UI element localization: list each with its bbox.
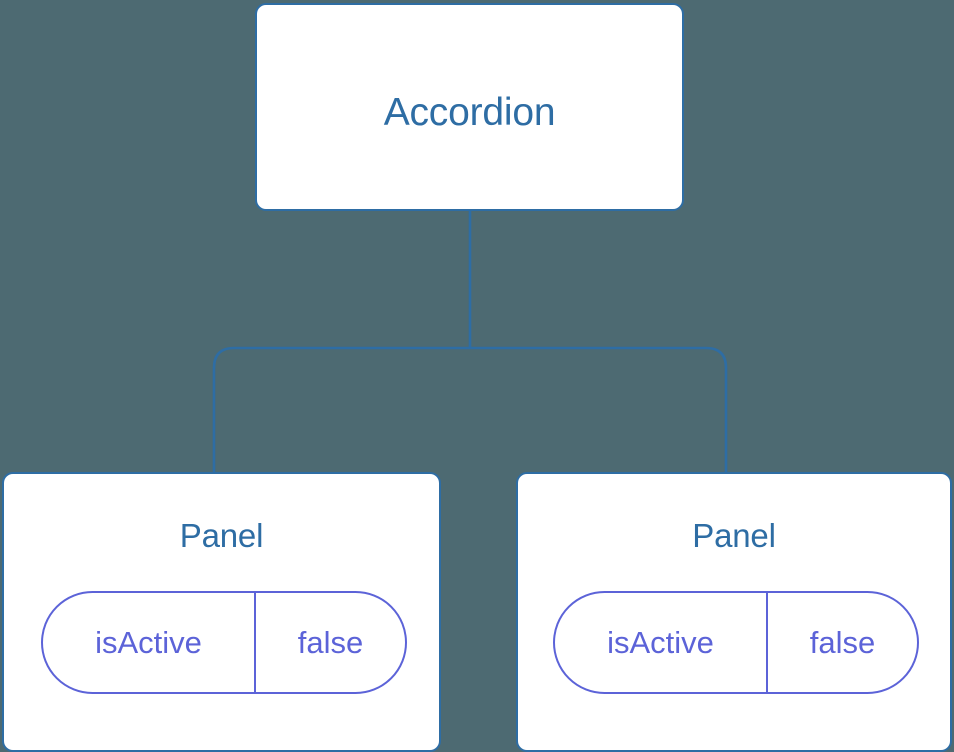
node-accordion-label: Accordion — [383, 91, 556, 134]
diagram-canvas: Accordion Panel isActive false Panel isA… — [2, 3, 952, 752]
node-panel-left-label: Panel — [179, 517, 264, 554]
node-panel-right[interactable]: Panel isActive false — [516, 472, 952, 752]
prop-value-isactive-right: false — [809, 624, 876, 660]
edge-to-panel-left — [212, 346, 470, 474]
prop-key-isactive-right: isActive — [555, 593, 768, 692]
node-accordion[interactable]: Accordion — [255, 3, 684, 211]
node-panel-right-label: Panel — [692, 517, 776, 554]
prop-key-isactive-left: isActive — [43, 593, 256, 692]
prop-pill-isactive-left[interactable]: isActive false — [41, 591, 407, 694]
edge-to-panel-right — [470, 346, 728, 474]
prop-value-isactive-left: false — [297, 624, 364, 660]
node-panel-left[interactable]: Panel isActive false — [2, 472, 441, 752]
prop-pill-isactive-right[interactable]: isActive false — [553, 591, 919, 694]
